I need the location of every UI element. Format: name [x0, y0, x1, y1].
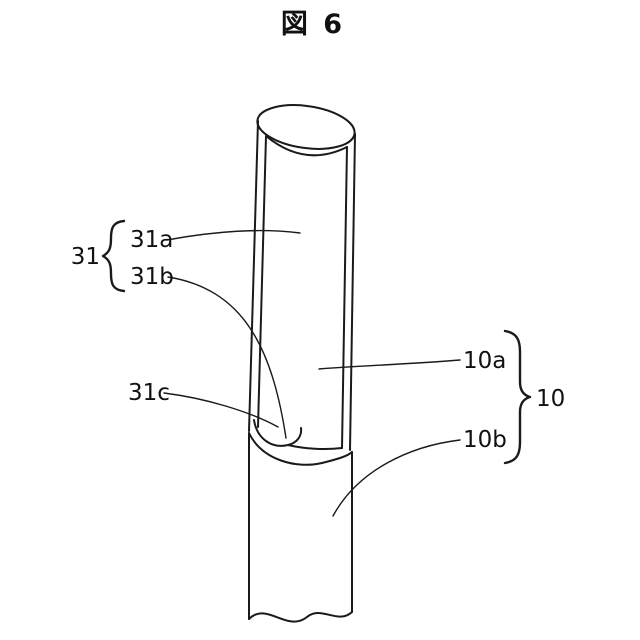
leader-line-10a: [318, 359, 461, 370]
leader-lines: [163, 229, 461, 517]
label-10: 10: [536, 386, 565, 412]
blade-inner-left-line: [257, 135, 267, 428]
blade-right-edge: [349, 133, 356, 451]
figure-title: 図 6: [281, 9, 345, 40]
leader-line-10b: [332, 439, 461, 517]
label-10a: 10a: [463, 348, 506, 374]
label-31a: 31a: [130, 227, 173, 253]
blade-bottom-edge: [287, 444, 343, 450]
blade-top-ellipse: [256, 104, 356, 150]
figure-drawing: [248, 104, 356, 623]
label-31b: 31b: [130, 264, 174, 290]
blade-inner-right-line: [341, 146, 348, 449]
cylinder-top-rim-arc: [248, 432, 353, 466]
brace-group-10: [503, 329, 532, 465]
cylinder-break-wavy-line: [248, 611, 353, 623]
leader-line-31c: [163, 392, 279, 428]
label-31c: 31c: [128, 380, 170, 406]
label-31: 31: [71, 244, 100, 270]
blade-left-edge: [248, 120, 259, 432]
blade-inner-top-arc: [265, 135, 348, 157]
leader-line-31b: [167, 276, 287, 439]
brace-group-31: [101, 219, 126, 293]
leader-line-31a: [166, 229, 301, 241]
blade-base-cut-arc: [253, 419, 303, 447]
label-10b: 10b: [463, 427, 507, 453]
